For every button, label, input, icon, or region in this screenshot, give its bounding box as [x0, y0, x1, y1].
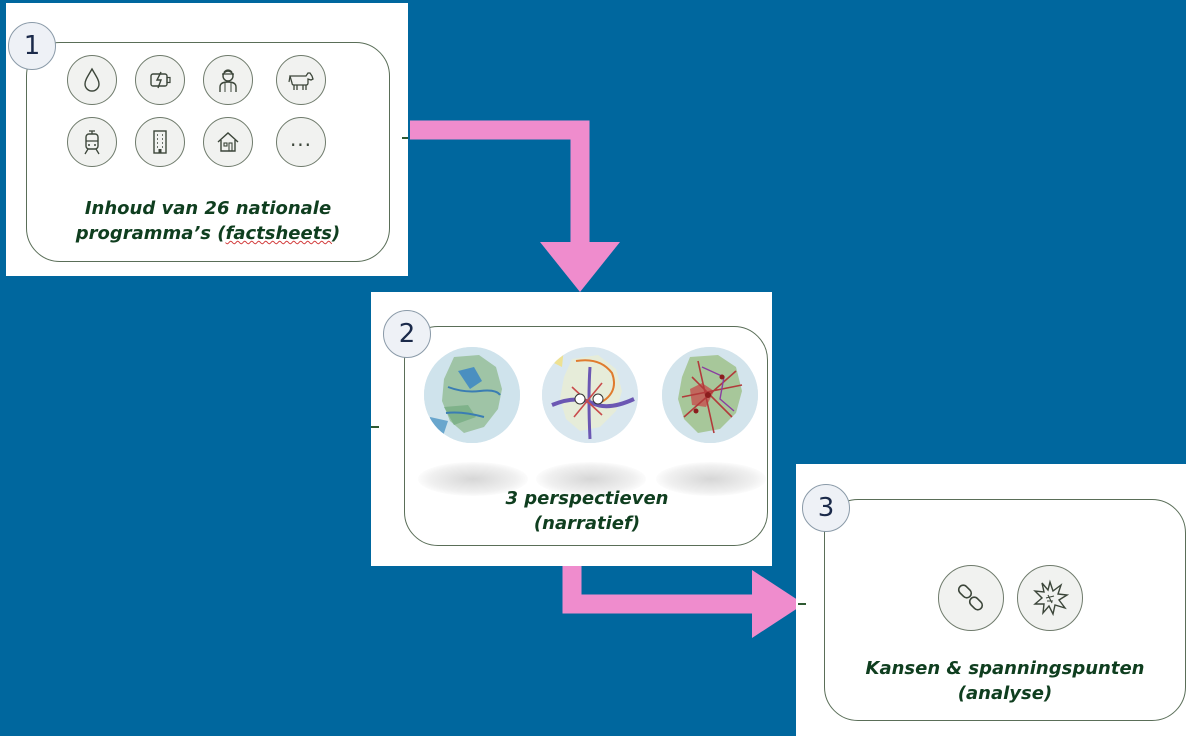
step1-caption-line2-suffix: ) [332, 223, 341, 244]
step2-connector-tick [371, 426, 379, 428]
battery-charging-icon [135, 55, 185, 105]
farmer-person-icon [203, 55, 253, 105]
step1-caption-line2-word: factsheets [225, 223, 333, 244]
tram-icon [67, 117, 117, 167]
step3-card [824, 499, 1186, 721]
arrow-step2-to-step3 [562, 566, 804, 638]
cow-icon [276, 55, 326, 105]
more-ellipsis-icon: ... [276, 117, 326, 167]
step2-number-badge: 2 [383, 310, 431, 358]
step1-caption-line2: programma’s (factsheets) [30, 221, 386, 246]
map-shadow-1 [418, 462, 528, 496]
house-icon [203, 117, 253, 167]
step2-caption-line1: 3 perspectieven [505, 488, 669, 509]
netherlands-network-map [662, 347, 758, 443]
step3-caption-line2: (analyse) [957, 683, 1053, 704]
arrow-step1-to-step2 [410, 120, 620, 292]
step1-caption-line1: Inhoud van 26 nationale [84, 198, 332, 219]
map-shadow-3 [656, 462, 766, 496]
step3-caption: Kansen & spanningspunten (analyse) [832, 656, 1178, 706]
step3-number-badge: 3 [802, 484, 850, 532]
burst-conflict-icon [1017, 565, 1083, 631]
step1-connector-tick [402, 137, 408, 139]
chain-link-icon [938, 565, 1004, 631]
netherlands-water-map [424, 347, 520, 443]
step3-connector-tick [798, 603, 806, 605]
step3-caption-line1: Kansen & spanningspunten [865, 658, 1145, 679]
step2-caption-line2: (narratief) [533, 513, 641, 534]
more-ellipsis-label: ... [289, 127, 313, 151]
step1-caption-line2-prefix: programma’s ( [75, 223, 226, 244]
step1-number-badge: 1 [8, 22, 56, 70]
map-shadow-2 [536, 462, 646, 496]
water-drop-icon [67, 55, 117, 105]
netherlands-corridors-map [542, 347, 638, 443]
step1-caption: Inhoud van 26 nationale programma’s (fac… [30, 196, 386, 246]
office-building-icon [135, 117, 185, 167]
step2-caption: 3 perspectieven (narratief) [440, 486, 734, 536]
